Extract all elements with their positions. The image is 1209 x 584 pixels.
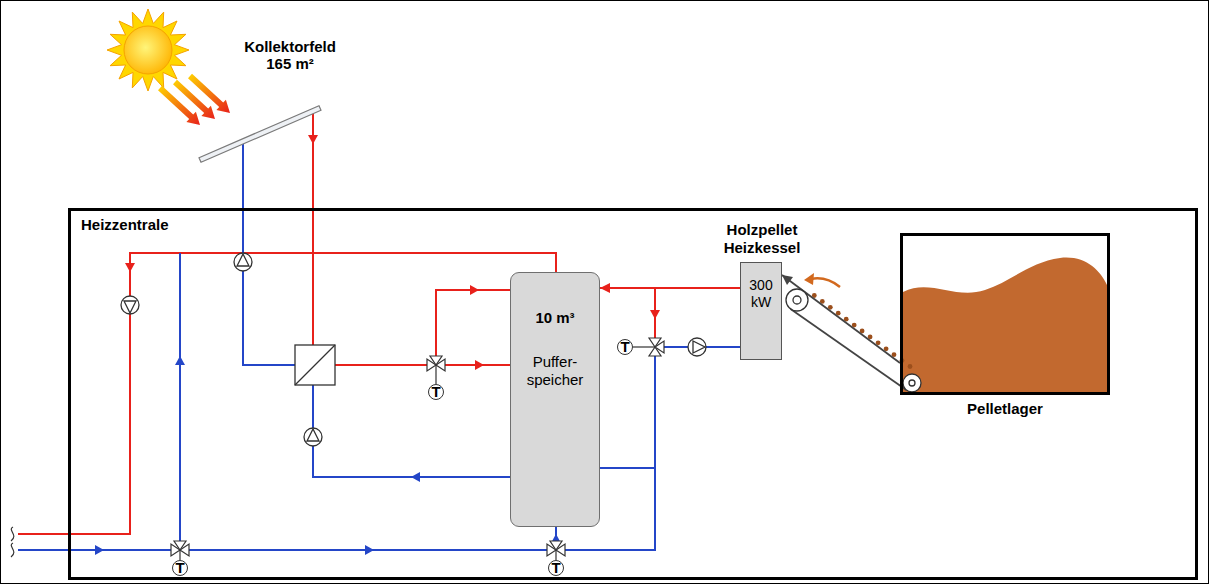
connector-line [782,275,900,363]
pump-triangle [237,254,249,266]
pellet-dot [908,364,913,369]
return-flow-arrows [95,356,561,555]
flow-arrow [411,472,420,482]
flow-arrow [650,310,660,319]
sensor-stem [179,550,180,560]
sun-rays [107,9,189,91]
flow-arrow [308,135,318,144]
collector-field: Kollektorfeld 165 m² [195,100,325,168]
sensor-letter: T [551,559,560,577]
conveyor-axle [793,296,801,304]
temperature-sensor: T [548,560,564,576]
conveying-arrow [811,278,840,287]
arrowhead [782,275,793,285]
collector-supply-pipe [312,111,314,345]
flow-arrow [175,356,185,365]
pumps [121,253,706,446]
pipe-break [11,543,14,557]
solar-return-pipe [313,385,510,477]
heat-exchanger [295,345,335,385]
pipe-breaks [11,527,14,557]
heat-exchanger-box [295,345,335,385]
return-pipes [18,141,655,550]
flow-arrow [125,263,135,272]
sunlight-arrow [188,74,230,113]
connector-line [600,347,740,468]
sun-symbol [107,9,189,91]
plant-room-frame: Heizzentrale 10 m³ Puffer- speicher Holzpel… [68,208,1198,580]
valve-symbol [550,541,562,550]
pump-triangle [693,341,705,353]
sunlight-arrow [173,80,215,119]
tank-volume: 10 m³ [535,309,574,327]
sensor-letter: T [431,383,440,401]
solar-upper-pipe [436,290,510,365]
valve-symbol [655,341,664,353]
pump-symbol [121,296,139,314]
pump-triangle [124,301,136,313]
pellet-boiler: Holzpellet Heizkessel300 kW [740,262,782,360]
arrowhead [600,283,610,293]
heading-holder: Holzpellet Heizkessel [712,221,812,257]
conveyed-pellets [812,293,913,369]
return-pipe [600,347,740,468]
bypass-pipe [179,253,181,550]
tank-name: Puffer- speicher [511,353,599,389]
boiler-power: 300 kW [741,277,781,311]
sunlight-arrow [158,86,200,125]
collector-panel-drawing [195,100,325,168]
heading-holder: Pelletlager [903,400,1107,418]
collector-return-pipe [243,141,295,365]
pellet-pile [903,258,1107,392]
conveyor-drum [903,374,921,392]
flow-arrow [365,545,374,555]
supply-pipe [18,253,556,534]
store-heading: Pelletlager [967,400,1043,418]
connector-line [600,287,740,289]
flow-arrow [470,285,479,295]
temperature-sensor: T [617,339,633,355]
pump-symbol [304,428,322,446]
plant-room-heading: Heizzentrale [81,216,169,234]
heat-exchanger-diagonal [295,345,335,385]
sensor-letter: T [175,559,184,577]
heading-holder: Kollektorfeld 165 m² [235,38,345,72]
collector-panel [199,106,321,163]
sensor-letter: T [620,338,629,356]
buffer-tank: 10 m³ Puffer- speicher [510,272,600,527]
pump-triangle [307,429,319,441]
temperature-sensor: T [172,560,188,576]
pump-symbol [234,253,252,271]
sun-disc [124,26,172,74]
flow-arrow [95,545,104,555]
pellet-conveyor [782,275,900,363]
conveyor-drum [786,289,808,311]
sensor-stem [555,550,556,560]
conveying-arrowhead [804,273,814,285]
valve-symbol [430,356,442,365]
valve-symbol [174,541,186,550]
temperature-sensor: T [428,384,444,400]
conveyor-axle [909,380,915,386]
flow-arrow [475,360,484,370]
pipe-break [11,527,14,541]
pellet-store: Pelletlager [900,233,1110,395]
supply-pipes [18,111,655,534]
boiler-heading: Holzpellet Heizkessel [712,221,812,257]
supply-pipe [600,283,740,293]
conveyor-belt [791,309,907,390]
sunlight-arrows [158,74,230,125]
sensor-stem [435,365,436,384]
pump-symbol [688,338,706,356]
collector-heading: Kollektorfeld 165 m² [235,38,345,72]
sensor-stem [633,346,655,347]
